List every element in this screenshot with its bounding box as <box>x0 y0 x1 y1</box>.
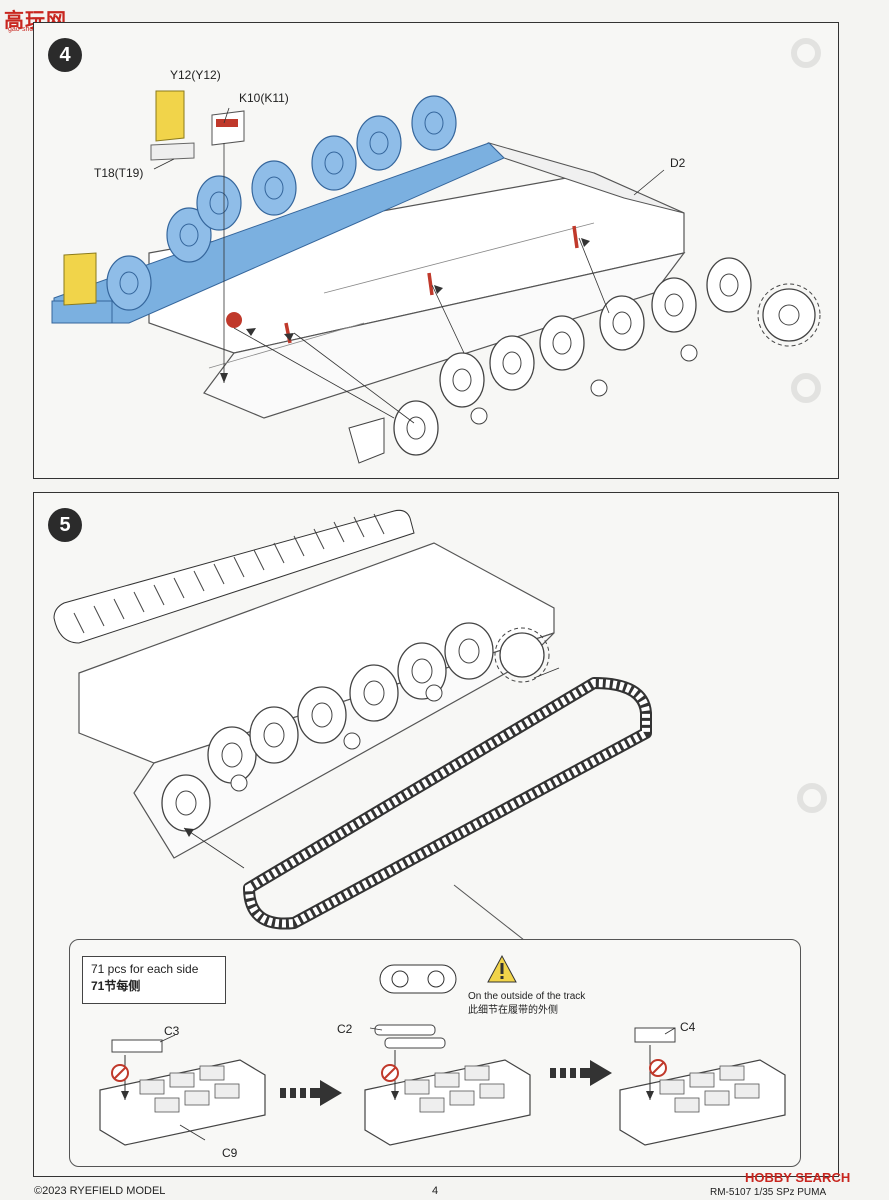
part-label-y12: Y12(Y12) <box>170 68 221 82</box>
track-detail-diagram <box>99 954 786 1146</box>
watermark-url: gao-shou.com <box>8 26 53 33</box>
step-5-panel: 5 <box>33 492 839 1177</box>
step-5-diagram <box>53 509 827 941</box>
part-label-c3: C3 <box>164 1024 180 1038</box>
step-4-badge: 4 <box>48 38 82 72</box>
track-assembly-detail: 71 pcs for each side 71节每侧 <box>69 939 801 1167</box>
footer-copyright: ©2023 RYEFIELD MODEL <box>34 1185 166 1197</box>
step-5-badge: 5 <box>48 508 82 542</box>
step-4-panel: 4 <box>33 22 839 479</box>
footer-model-code: RM-5107 1/35 SPz PUMA <box>710 1187 827 1198</box>
track-count-note: 71 pcs for each side 71节每侧 <box>82 956 226 1004</box>
part-label-t18: T18(T19) <box>94 166 144 180</box>
track-count-en: 71 pcs for each side <box>91 962 199 976</box>
warning-note-en: On the outside of the track <box>468 991 586 1002</box>
step-4-diagram <box>51 38 821 464</box>
part-label-k10: K10(K11) <box>239 91 289 105</box>
part-label-c4: C4 <box>680 1020 696 1034</box>
warning-note-cn: 此细节在履带的外侧 <box>468 1005 558 1016</box>
footer-hobbysearch-watermark: HOBBY SEARCH <box>745 1170 851 1185</box>
warning-note: On the outside of the track 此细节在履带的外侧 <box>468 990 585 1018</box>
track-count-cn: 71节每侧 <box>91 979 141 993</box>
part-label-c9: C9 <box>222 1146 238 1160</box>
part-label-c2: C2 <box>337 1022 353 1036</box>
footer-page-number: 4 <box>432 1185 439 1197</box>
part-label-d2: D2 <box>670 156 686 170</box>
